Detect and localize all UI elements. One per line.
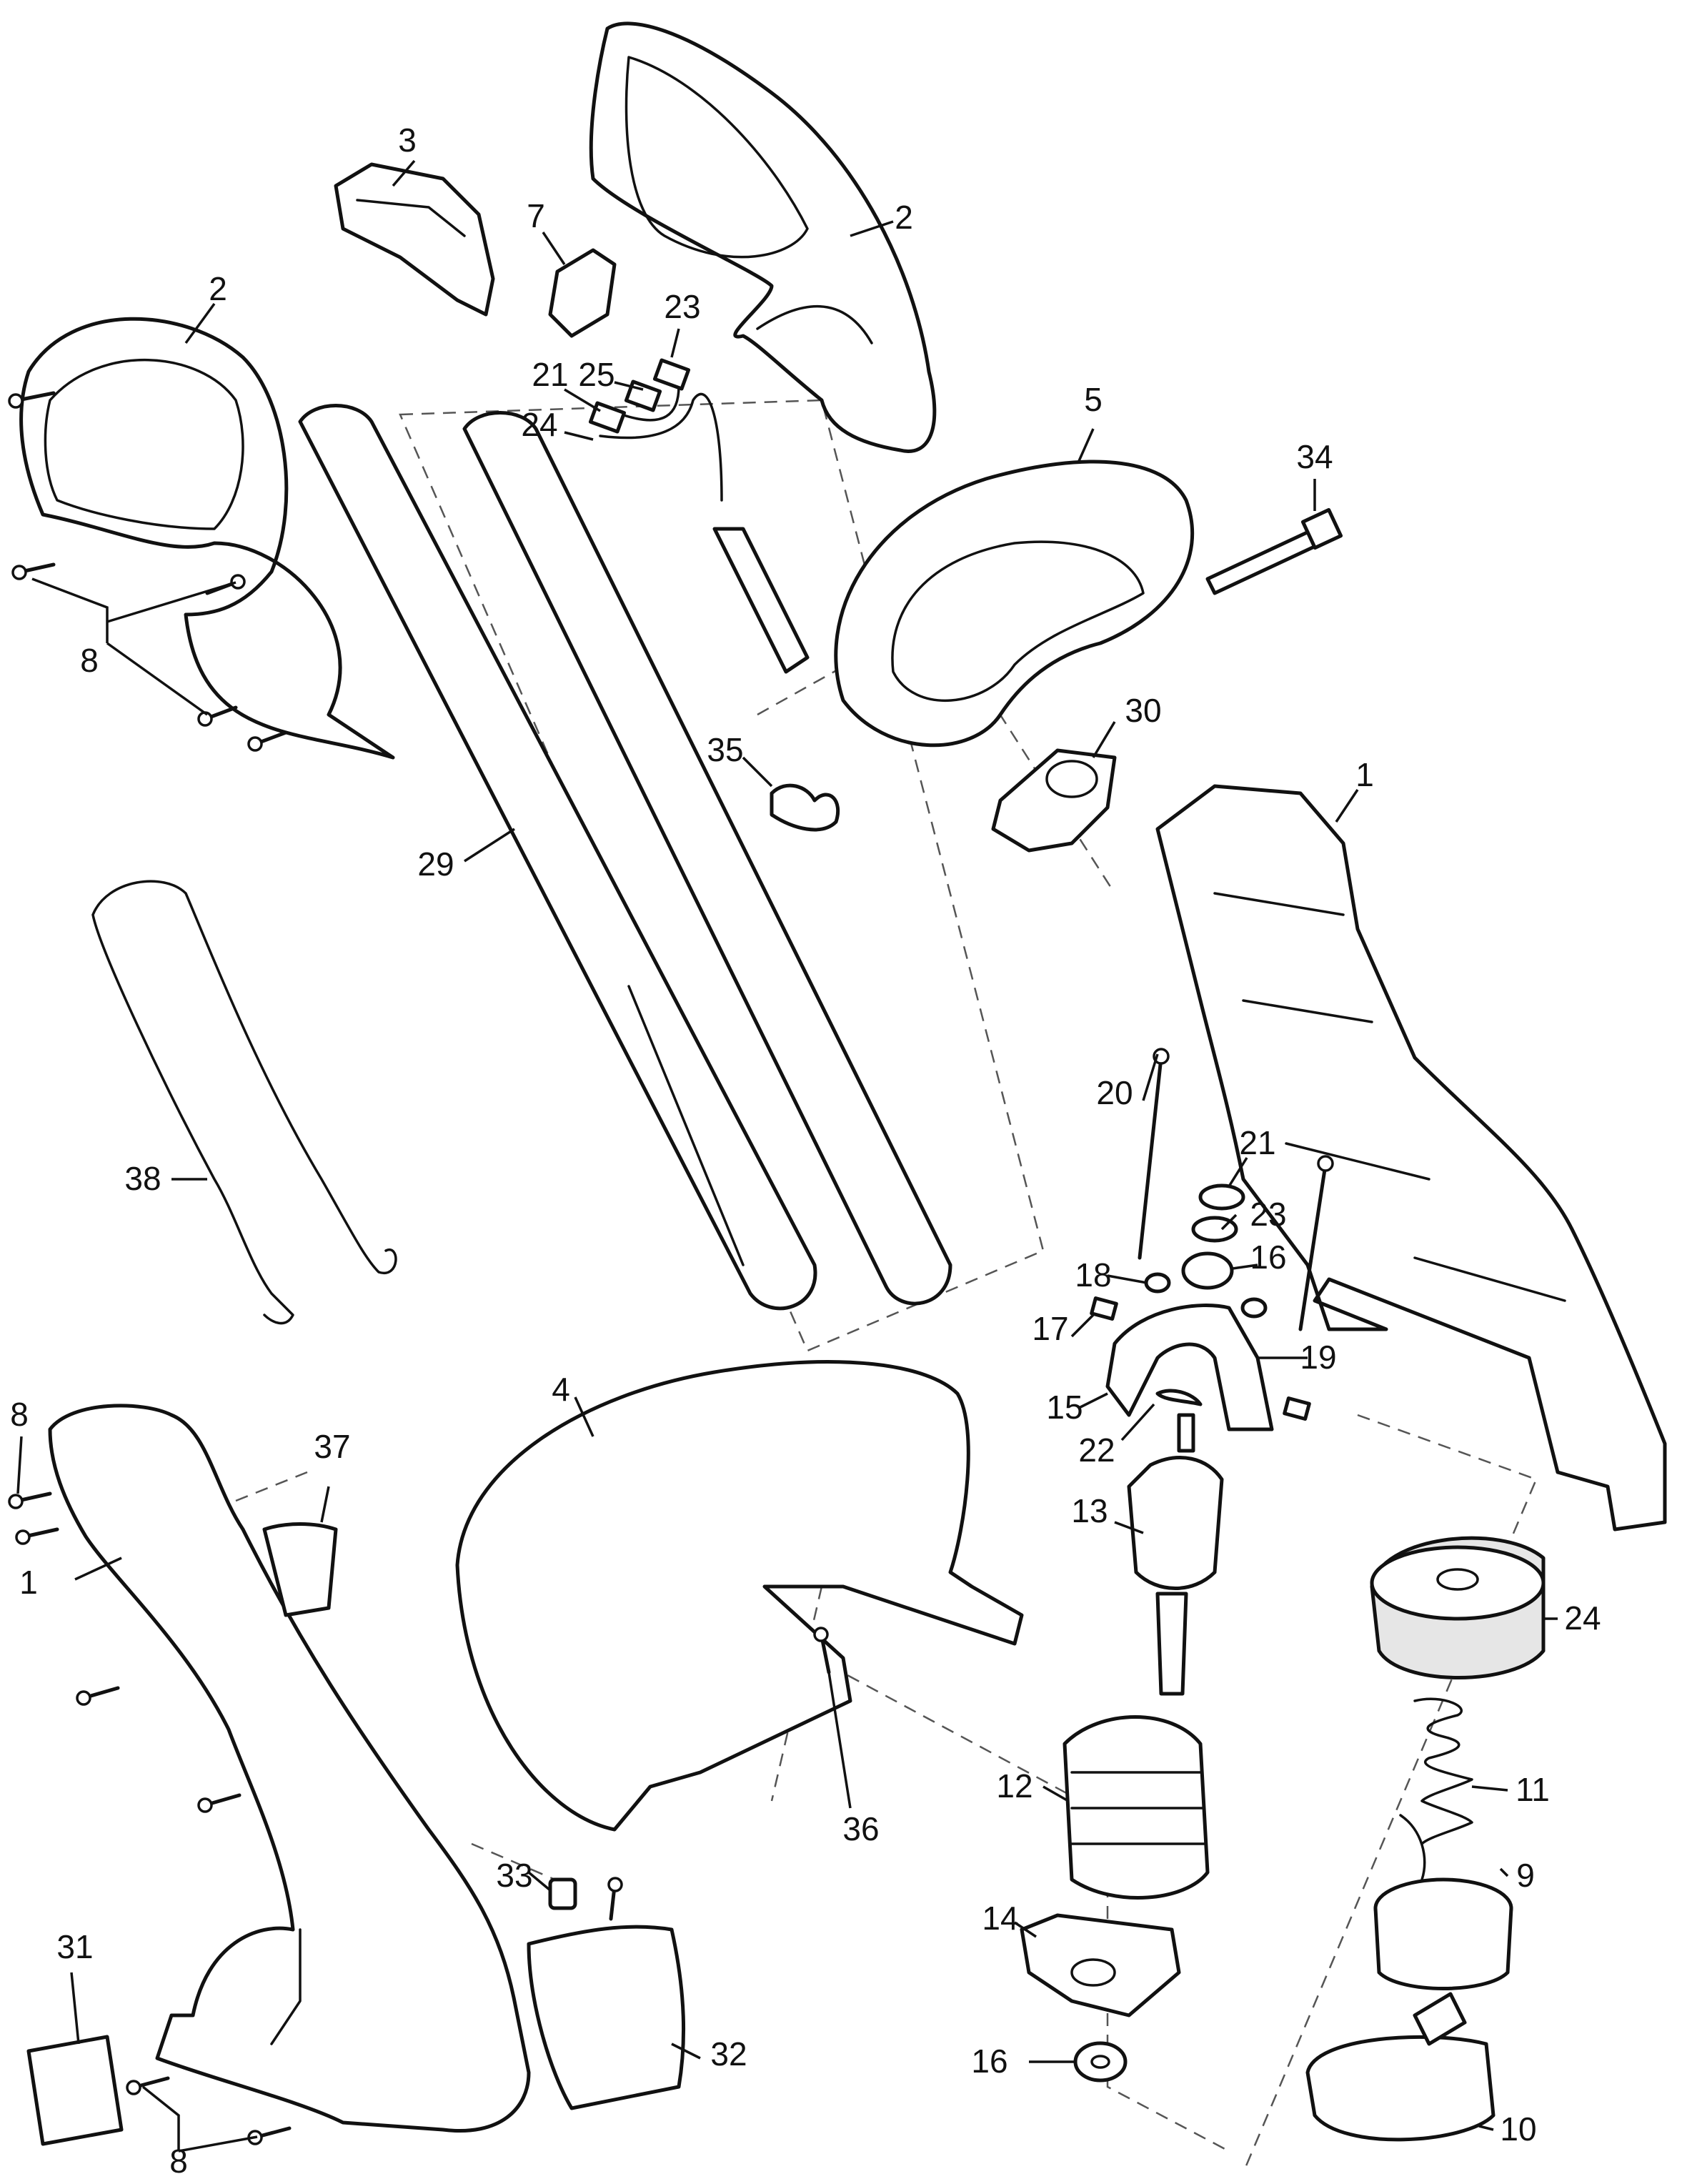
part-1-housing-right [1155, 784, 1667, 1532]
callout-36: 36 [842, 1810, 879, 1847]
part-7-switch [548, 248, 617, 338]
part-37-label [262, 1522, 338, 1617]
callout-2-top: 2 [895, 199, 913, 236]
callout-8-left: 8 [10, 1396, 29, 1433]
part-33-nut [548, 1877, 577, 1910]
callout-1-right: 1 [1355, 756, 1374, 793]
callout-11: 11 [1516, 1771, 1550, 1808]
callout-20: 20 [1096, 1074, 1133, 1111]
callout-28: 25 [578, 356, 614, 393]
part-11-spring [1413, 1697, 1473, 1845]
callout-21: 21 [1239, 1124, 1275, 1161]
callout-37: 37 [314, 1428, 350, 1465]
part-5-guard [455, 1360, 1024, 1832]
callout-33: 33 [496, 1857, 532, 1894]
callout-12: 12 [996, 1767, 1032, 1805]
part-4-rear-handle [834, 460, 1195, 748]
callout-10: 10 [1500, 2110, 1536, 2148]
callout-15: 15 [1046, 1389, 1083, 1426]
callout-24: 24 [1564, 1599, 1601, 1637]
part-17-brush [1090, 1296, 1311, 1421]
callout-2-left: 2 [209, 270, 227, 307]
screw-group-8 [8, 391, 292, 2145]
callout-25: 21 [532, 356, 568, 393]
leader-lines [16, 159, 1558, 2153]
part-19-brush-holder [1105, 1304, 1274, 1431]
callout-22: 22 [1078, 1431, 1115, 1469]
part-2-handle-left [19, 317, 395, 760]
part-18-spring [1144, 1272, 1268, 1319]
callout-27: 24 [521, 406, 557, 443]
callout-32: 32 [710, 2035, 747, 2073]
callout-1-left: 1 [19, 1564, 38, 1601]
callout-9: 9 [1516, 1857, 1535, 1894]
part-10-cap [1305, 1992, 1496, 2142]
part-38-wire-guard [91, 880, 397, 1325]
screw-guard [607, 1877, 623, 1921]
callout-35: 35 [707, 731, 743, 768]
part-23-washer [1191, 1216, 1238, 1243]
part-24-spool-housing [1370, 1536, 1546, 1679]
part-21-circlip [1198, 1183, 1245, 1211]
callout-26: 23 [664, 288, 700, 325]
callout-7: 7 [527, 197, 545, 234]
part-29-shafts [298, 404, 952, 1311]
callout-31: 31 [56, 1928, 93, 1965]
callout-29: 29 [417, 845, 454, 883]
callout-18: 18 [1075, 1256, 1111, 1294]
part-screw-right [1298, 1155, 1334, 1331]
callout-14: 14 [982, 1900, 1018, 1937]
part-20-screw [1138, 1048, 1170, 1260]
part-2-handle-right [589, 21, 937, 453]
callout-4: 5 [1084, 381, 1103, 418]
part-3-bracket [334, 162, 495, 317]
part-12-field-coil [1063, 1715, 1210, 1900]
callout-16-top: 16 [1250, 1239, 1286, 1276]
part-32-label [527, 1925, 686, 2110]
callout-19: 19 [1300, 1339, 1336, 1376]
callout-labels: 3 2 7 2 23 21 25 24 5 34 8 35 30 1 29 38… [10, 121, 1601, 2180]
part-30-clamp [991, 748, 1117, 853]
part-22-clip [1155, 1389, 1203, 1406]
part-9-spool [1373, 1814, 1513, 1990]
part-34-bolt [1205, 507, 1343, 595]
part-16-bearing-bottom [1073, 2041, 1128, 2083]
screw-36 [813, 1627, 831, 1674]
part-14-end-bracket [1020, 1913, 1181, 2017]
callout-13: 13 [1071, 1492, 1108, 1529]
part-16-bearing-top [1181, 1251, 1234, 1290]
callout-38: 38 [124, 1160, 161, 1197]
part-13-armature [1127, 1413, 1224, 1696]
part-31-label [26, 2035, 124, 2146]
callout-8-top: 8 [80, 642, 99, 679]
callout-5: 4 [552, 1371, 570, 1408]
callout-16-bottom: 16 [971, 2042, 1007, 2080]
callout-34: 34 [1296, 438, 1333, 475]
part-1-housing-left [48, 1404, 531, 2133]
callout-8-bottom: 8 [169, 2143, 188, 2180]
part-35-wing-nut [770, 783, 840, 832]
callout-30: 30 [1125, 692, 1161, 729]
callout-3: 3 [398, 121, 417, 159]
callout-23: 23 [1250, 1196, 1286, 1233]
callout-17: 17 [1032, 1310, 1068, 1347]
